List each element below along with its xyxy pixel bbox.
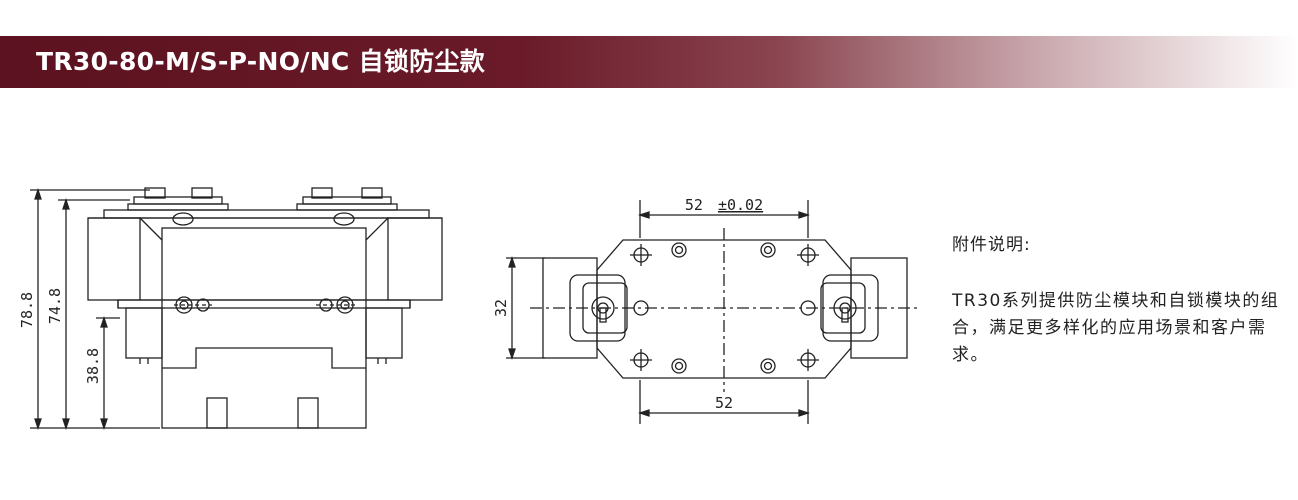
dim-38-8: 38.8	[84, 348, 102, 384]
dim-74-8: 74.8	[46, 288, 64, 324]
notes-body: TR30系列提供防尘模块和自锁模块的组合，满足更多样化的应用场景和客户需求。	[952, 291, 1280, 365]
dim-height: 32	[492, 299, 510, 317]
notes-heading: 附件说明:	[952, 235, 1031, 255]
dim-top-width: 52	[685, 196, 703, 214]
dim-bottom-width: 52	[715, 394, 733, 412]
header-bar	[0, 36, 1298, 88]
dim-78-8: 78.8	[18, 292, 36, 328]
top-view	[506, 200, 918, 424]
svg-text:52 ±0.02: 52 ±0.02	[685, 196, 763, 214]
page-title: TR30-80-M/S-P-NO/NC 自锁防尘款	[36, 47, 486, 76]
front-view	[30, 187, 443, 431]
dim-tolerance: ±0.02	[718, 196, 763, 214]
